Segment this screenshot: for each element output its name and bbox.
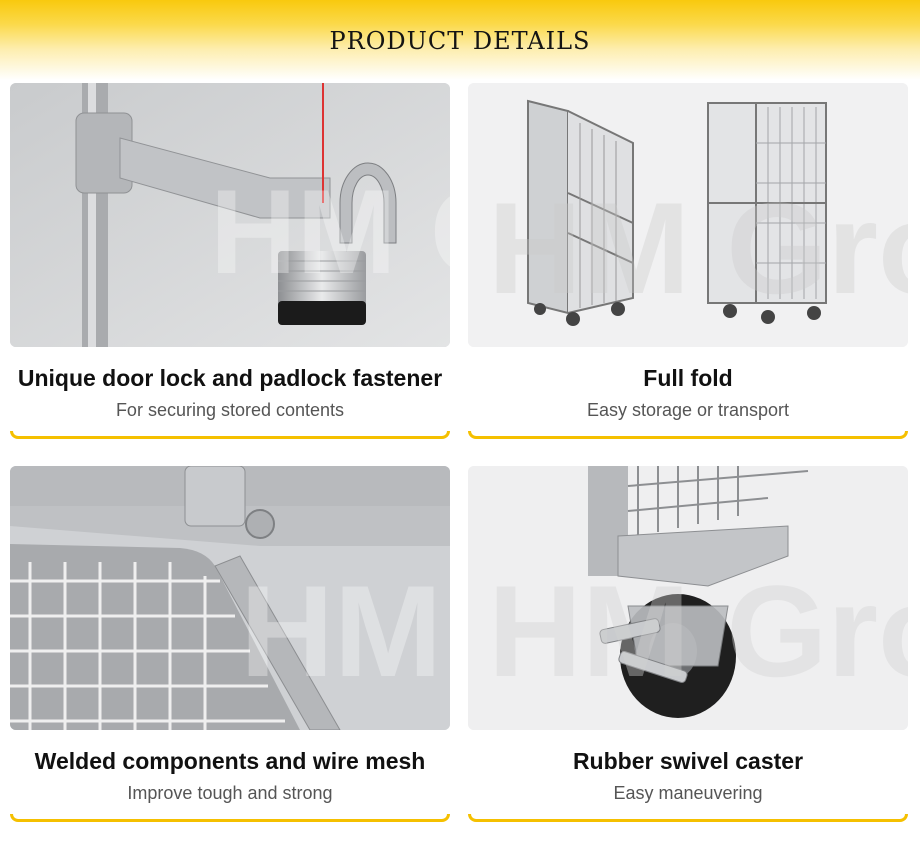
feature-card-caster: HM Group Rubber swivel caster Easy maneu… <box>468 466 908 846</box>
yellow-underline <box>468 431 908 439</box>
feature-card-full-fold: HM Group Full fold Easy storage or trans… <box>468 83 908 463</box>
padlock-photo: HM Group <box>10 83 450 347</box>
feature-subtitle: For securing stored contents <box>115 400 345 420</box>
yellow-underline <box>10 814 450 822</box>
feature-subtitle: Easy storage or transport <box>586 400 790 420</box>
page-title: PRODUCT DETAILS <box>329 27 591 55</box>
feature-title: Rubber swivel caster <box>572 748 804 774</box>
folding-cart-photo: HM Group <box>468 83 908 347</box>
yellow-underline <box>10 431 450 439</box>
caster-wheel-photo: HM Group <box>468 466 908 730</box>
feature-title: Unique door lock and padlock fastener <box>17 365 443 391</box>
feature-subtitle: Improve tough and strong <box>127 783 333 803</box>
wire-mesh-photo: HM Group <box>10 466 450 730</box>
feature-title: Welded components and wire mesh <box>34 748 426 774</box>
feature-card-door-lock: HM Group Unique door lock and padlock fa… <box>10 83 450 463</box>
yellow-underline <box>468 814 908 822</box>
header-banner: PRODUCT DETAILS <box>0 0 920 80</box>
feature-title: Full fold <box>643 365 733 391</box>
feature-card-wire-mesh: HM Group Welded components and wire mesh… <box>10 466 450 846</box>
feature-subtitle: Easy maneuvering <box>613 783 763 803</box>
